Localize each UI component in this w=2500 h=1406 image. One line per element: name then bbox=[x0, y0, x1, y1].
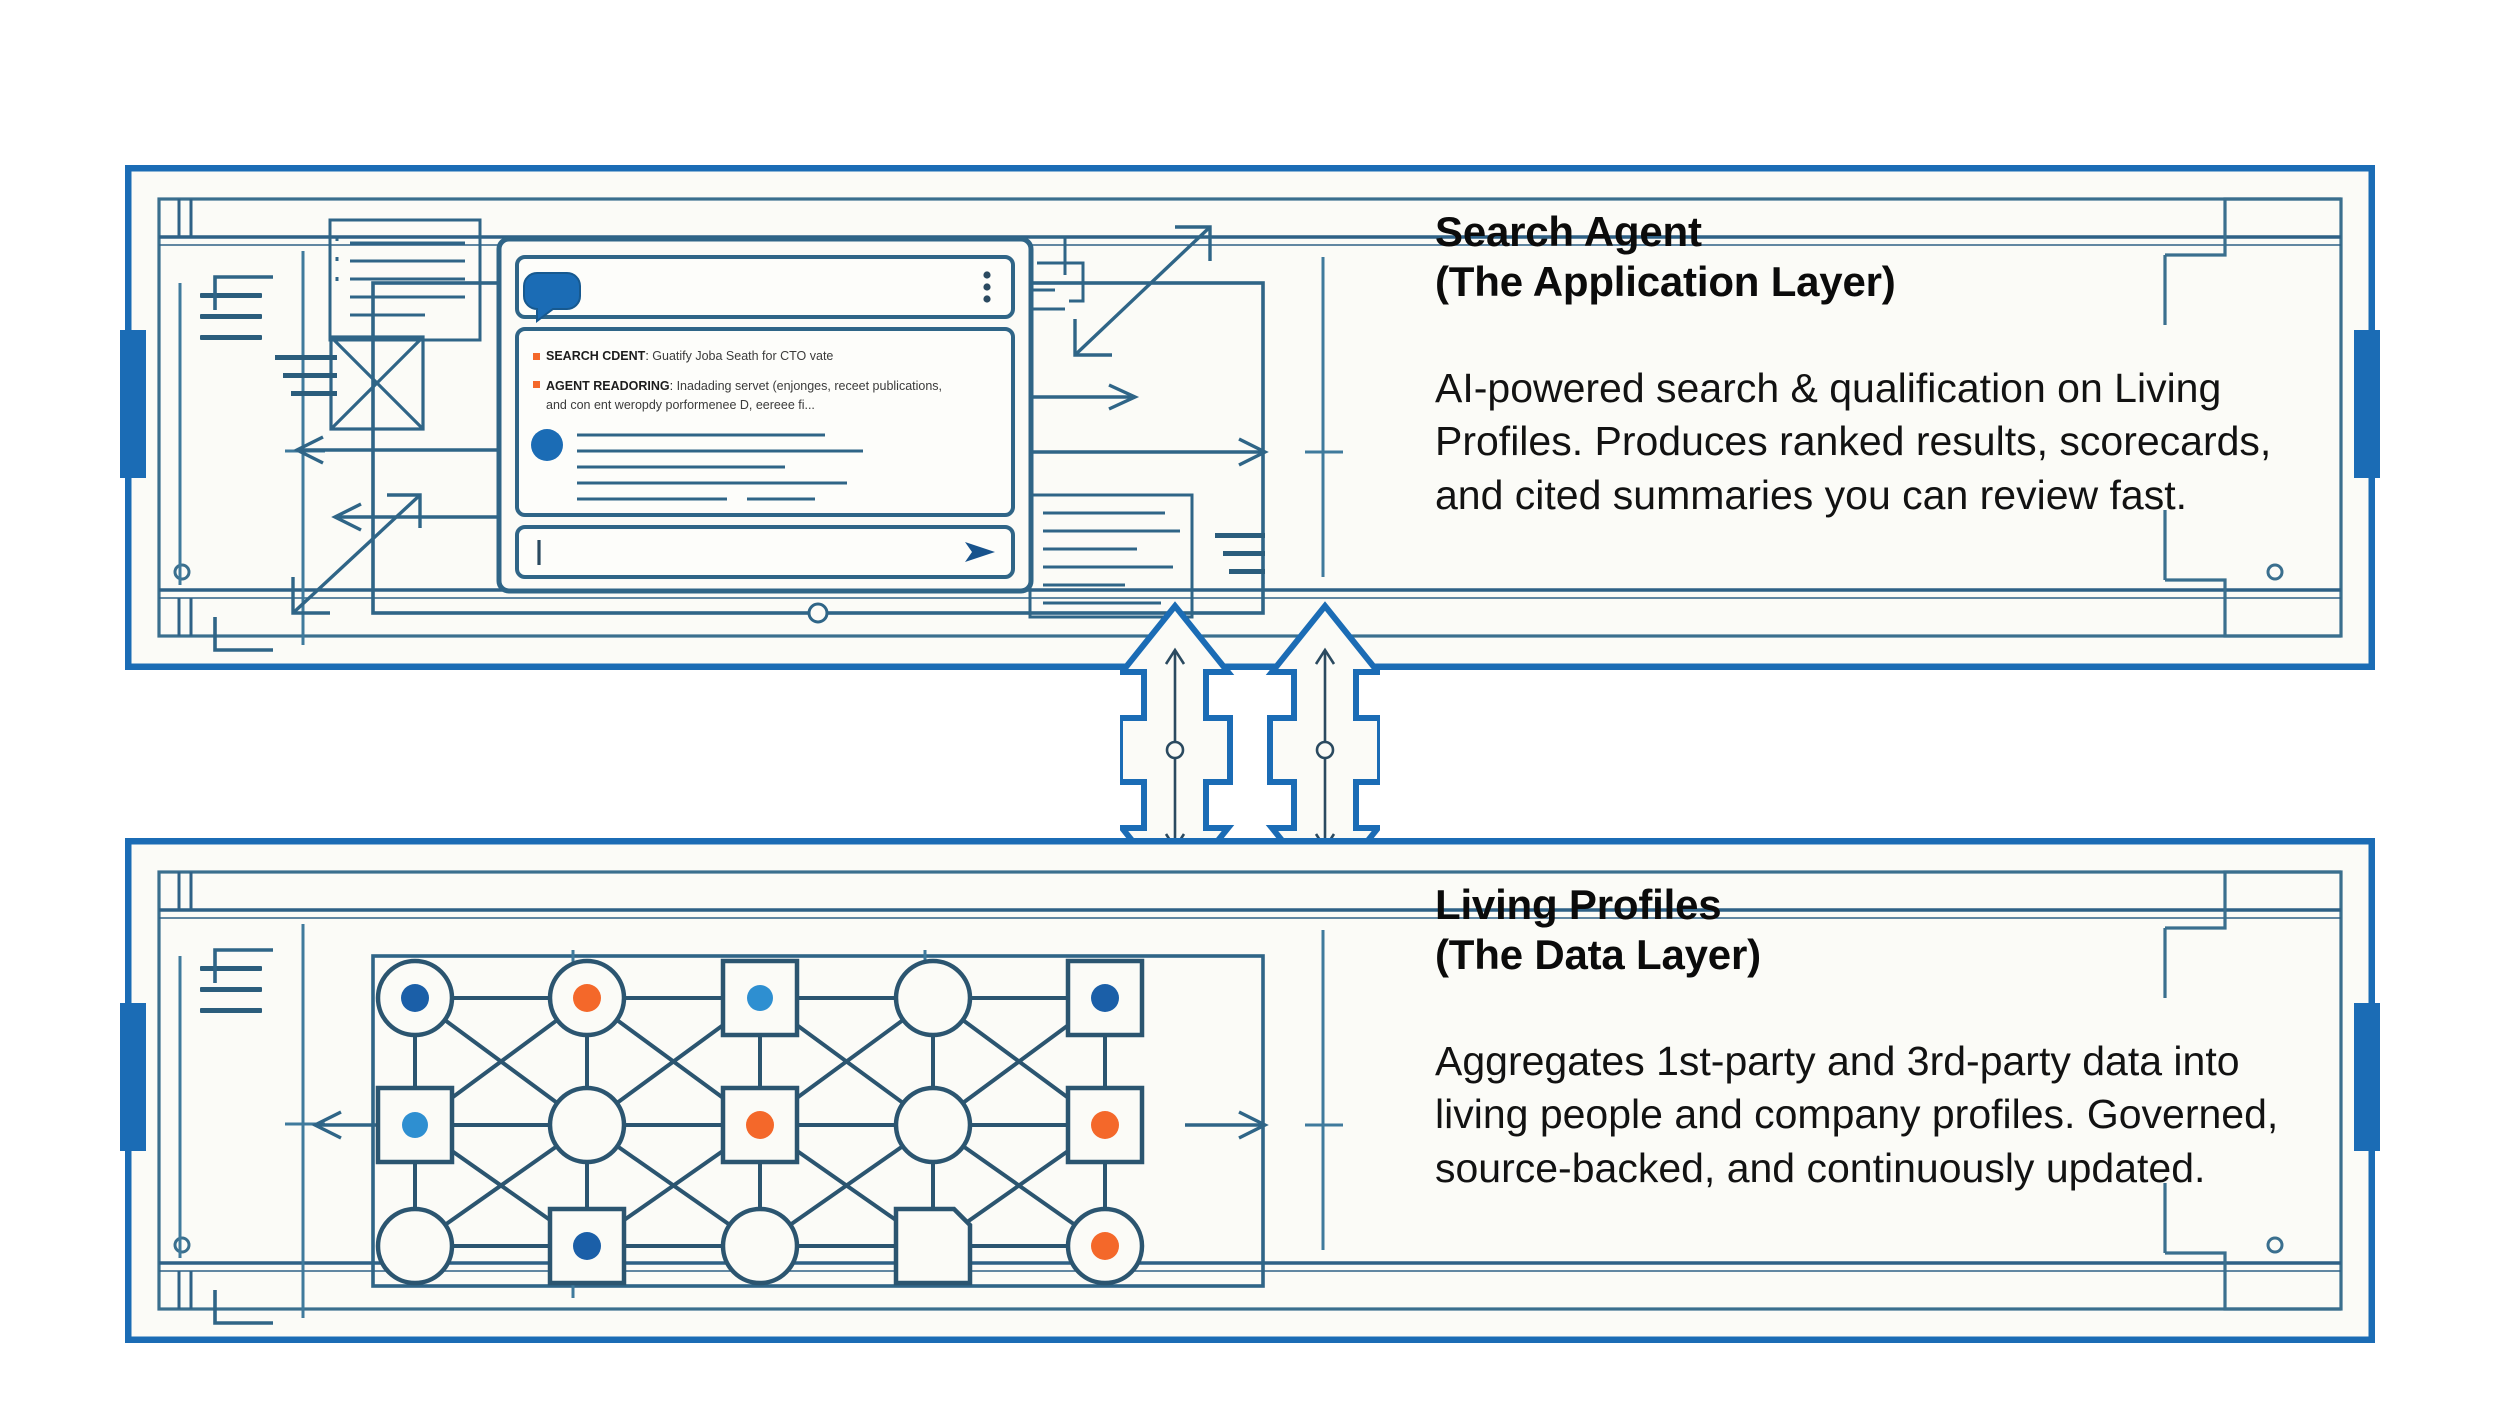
panel-living-profiles: Living Profiles (The Data Layer) Aggrega… bbox=[120, 838, 2380, 1343]
node-r1c1 bbox=[547, 1085, 627, 1165]
node-dot-r0c0 bbox=[401, 984, 429, 1012]
node-dot-r0c4 bbox=[1091, 984, 1119, 1012]
living-profiles-body: Aggregates 1st-party and 3rd-party data … bbox=[1435, 1038, 2279, 1191]
chat-message-line-2: AGENT READORING: Inadading servet (enjon… bbox=[546, 375, 1006, 413]
network-nodes bbox=[375, 958, 1145, 1286]
dimension-arrow-icon bbox=[1185, 1110, 1269, 1140]
diagonal-dimension-arrow-icon bbox=[291, 493, 422, 615]
chat-msg-2-text2: and con ent weropdy porformenee D, eeree… bbox=[546, 397, 815, 412]
crossed-box-icon bbox=[329, 335, 425, 431]
chat-msg-1-sep: : bbox=[645, 349, 653, 363]
search-agent-text-column: Search Agent (The Application Layer) AI-… bbox=[1435, 207, 2335, 522]
diagonal-dimension-arrow-icon bbox=[1073, 225, 1212, 357]
send-arrow-icon bbox=[965, 542, 995, 562]
edge-tab-left bbox=[120, 1003, 146, 1151]
edge-tab-right bbox=[2354, 1003, 2380, 1151]
chat-msg-1-text: Guatify Joba Seath for CTO vate bbox=[652, 349, 834, 363]
node-dot-r0c2 bbox=[747, 985, 773, 1011]
chat-msg-2-sep: : bbox=[669, 379, 677, 393]
chat-msg-2-label: AGENT READORING bbox=[546, 379, 670, 393]
chat-bubble-icon bbox=[523, 272, 581, 323]
chat-msg-1-label: SEARCH CDENT bbox=[546, 349, 646, 363]
node-r2c3 bbox=[893, 1206, 973, 1286]
chat-mockup-card: SEARCH CDENT: Guatify Joba Seath for CTO… bbox=[495, 235, 1035, 595]
node-r2c0 bbox=[375, 1206, 455, 1286]
panel-search-agent: SEARCH CDENT: Guatify Joba Seath for CTO… bbox=[120, 165, 2380, 670]
node-dot-r1c4 bbox=[1091, 1111, 1119, 1139]
chat-message-line-1: SEARCH CDENT: Guatify Joba Seath for CTO… bbox=[546, 347, 996, 365]
chat-msg-2-text: Inadading servet (enjonges, receet publi… bbox=[676, 379, 943, 393]
kebab-menu-icon bbox=[983, 271, 991, 303]
edge-tab-right bbox=[2354, 330, 2380, 478]
node-dot-r2c4 bbox=[1091, 1232, 1119, 1260]
node-dot-r0c1 bbox=[573, 984, 601, 1012]
node-dot-r2c1 bbox=[573, 1232, 601, 1260]
search-agent-title: Search Agent (The Application Layer) bbox=[1435, 208, 1896, 305]
edge-tab-left bbox=[120, 330, 146, 478]
network-node-dots bbox=[401, 984, 1119, 1260]
search-agent-body: AI-powered search & qualification on Liv… bbox=[1435, 365, 2272, 518]
node-dot-r1c0 bbox=[402, 1112, 428, 1138]
tick-cluster bbox=[275, 355, 337, 396]
node-r1c3 bbox=[893, 1085, 973, 1165]
node-r2c2 bbox=[720, 1206, 800, 1286]
node-r0c3 bbox=[893, 958, 973, 1038]
living-profiles-text-column: Living Profiles (The Data Layer) Aggrega… bbox=[1435, 880, 2365, 1195]
panel-living-profiles-blueprint bbox=[125, 838, 2375, 1343]
connector-arrow-right-inner bbox=[1314, 647, 1336, 851]
living-profiles-title: Living Profiles (The Data Layer) bbox=[1435, 881, 1761, 978]
node-dot-r1c2 bbox=[746, 1111, 774, 1139]
